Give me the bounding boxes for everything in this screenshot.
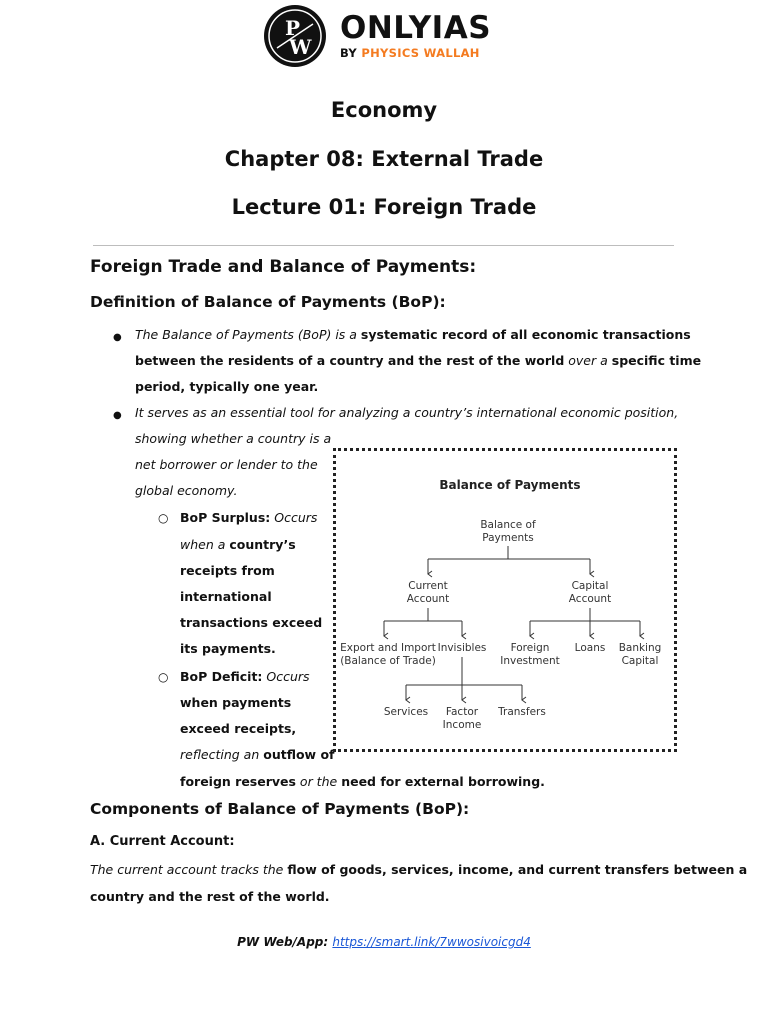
- diagram-title: Balance of Payments: [439, 478, 580, 492]
- current-account-line-1: The current account tracks the flow of g…: [90, 862, 748, 877]
- subheading-bop-definition: Definition of Balance of Payments (BoP):: [90, 293, 446, 311]
- bullet-1-line-2: between the residents of a country and t…: [135, 353, 702, 368]
- node-loans: Loans: [575, 642, 606, 654]
- surplus-line-1: BoP Surplus: Occurs: [180, 510, 318, 525]
- node-root-l2: Payments: [482, 532, 533, 544]
- chapter-title: Chapter 08: External Trade: [224, 147, 544, 171]
- deficit-line-5: foreign reserves or the need for externa…: [180, 774, 545, 789]
- footer-label: PW Web/App:: [237, 935, 333, 949]
- brand-physics-wallah: PHYSICS WALLAH: [361, 46, 480, 60]
- subheading-current-account: A. Current Account:: [90, 834, 235, 849]
- brand-logo: ONLYIAS BY PHYSICS WALLAH: [340, 10, 491, 60]
- surplus-line-2: when a country’s: [180, 537, 296, 552]
- node-export-l1: Export and Import: [340, 642, 436, 654]
- node-invisibles: Invisibles: [438, 642, 487, 654]
- brand-only: ONLY: [340, 10, 432, 46]
- bullet-2-line-4: global economy.: [135, 483, 238, 498]
- deficit-line-2: when payments: [180, 695, 292, 710]
- sub-bullet-circle: ○: [158, 670, 169, 684]
- sub-bullet-circle: ○: [158, 511, 169, 525]
- node-root-l1: Balance of: [480, 519, 536, 531]
- current-connectors: [383, 608, 467, 640]
- surplus-line-3: receipts from: [180, 563, 275, 578]
- bullet-1-line-3: period, typically one year.: [135, 379, 319, 394]
- bullet-1-line-1: The Balance of Payments (BoP) is a syste…: [135, 327, 691, 342]
- node-factor-l2: Income: [443, 719, 482, 731]
- subject-title: Economy: [330, 98, 438, 122]
- deficit-line-3: exceed receipts,: [180, 721, 297, 736]
- node-foreign-l1: Foreign: [511, 642, 550, 654]
- node-services: Services: [384, 706, 428, 718]
- node-export-l2: (Balance of Trade): [340, 655, 436, 667]
- brand-ias: IAS: [431, 10, 492, 46]
- svg-text:P: P: [285, 16, 300, 40]
- svg-text:W: W: [288, 35, 312, 59]
- bullet-dot: ●: [113, 332, 122, 343]
- invisibles-connectors: [405, 657, 527, 704]
- bullet-2-line-2: showing whether a country is a: [135, 431, 332, 446]
- bullet-2-line-1: It serves as an essential tool for analy…: [135, 405, 679, 420]
- deficit-line-4: reflecting an outflow of: [180, 747, 335, 762]
- surplus-line-5: transactions exceed: [180, 615, 323, 630]
- lecture-title: Lecture 01: Foreign Trade: [231, 195, 537, 219]
- section-heading-foreign-trade: Foreign Trade and Balance of Payments:: [90, 257, 477, 277]
- node-banking-l1: Banking: [619, 642, 662, 654]
- deficit-line-1: BoP Deficit: Occurs: [180, 669, 310, 684]
- brand-by: BY: [340, 46, 362, 60]
- node-capital-l2: Account: [569, 593, 611, 605]
- footer-link[interactable]: https://smart.link/7wwosivoicgd4: [332, 935, 531, 949]
- section-heading-components: Components of Balance of Payments (BoP):: [90, 800, 470, 818]
- pw-logo: P W: [264, 5, 326, 67]
- node-capital-l1: Capital: [572, 580, 609, 592]
- bullet-dot: ●: [113, 410, 122, 421]
- bop-diagram: Balance of Payments Balance of Payments …: [333, 448, 677, 752]
- capital-connectors: [529, 608, 645, 640]
- node-banking-l2: Capital: [622, 655, 659, 667]
- root-connectors: [427, 546, 595, 578]
- surplus-line-4: international: [180, 589, 272, 604]
- node-transfers: Transfers: [497, 706, 546, 718]
- node-current-l2: Account: [407, 593, 449, 605]
- surplus-line-6: its payments.: [180, 641, 276, 656]
- current-account-line-2: country and the rest of the world.: [90, 889, 330, 904]
- divider: [93, 245, 674, 246]
- node-factor-l1: Factor: [446, 706, 479, 718]
- bop-tree-svg: Balance of Payments Balance of Payments …: [340, 478, 662, 731]
- bullet-2-line-3: net borrower or lender to the: [135, 457, 318, 472]
- node-current-l1: Current: [408, 580, 447, 592]
- page-footer: PW Web/App: https://smart.link/7wwosivoi…: [0, 935, 768, 949]
- node-foreign-l2: Investment: [500, 655, 559, 667]
- page-header: P W ONLYIAS BY PHYSICS WALLAH: [0, 0, 768, 80]
